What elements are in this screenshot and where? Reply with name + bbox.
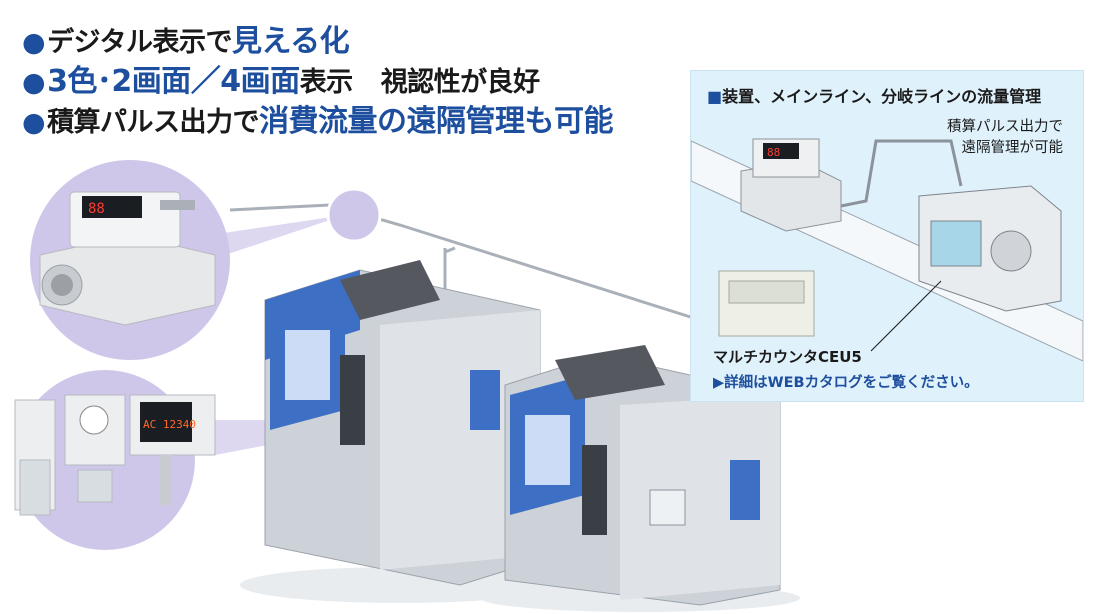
bullet-icon: ●: [22, 67, 46, 98]
inset-title: ■装置、メインライン、分岐ラインの流量管理: [707, 87, 1042, 106]
callout-pointer: [210, 215, 345, 260]
inset-panel: 88 ■装置、メインライン、分岐ラインの流量管理 積算パルス出力で 遠隔管理が可…: [690, 70, 1084, 402]
product-caption: マルチカウンタCEU5: [713, 348, 862, 366]
svg-text:88: 88: [767, 146, 780, 159]
machine-tool-1: [264, 260, 541, 586]
feature-highlight: 消費流量の遠隔管理も可能: [259, 104, 614, 139]
inset-note: 積算パルス出力で 遠隔管理が可能: [947, 119, 1063, 156]
inset-illustration: 88: [691, 138, 1083, 362]
web-catalog-link[interactable]: ▶詳細はWEBカタログをご覧ください。: [713, 375, 979, 391]
callout-circle-small: [326, 187, 382, 243]
signal-cable: [840, 139, 963, 208]
bullet-icon: ●: [22, 27, 46, 58]
regulator-unit-product: AC 12340: [14, 394, 216, 516]
display-readout: AC 12340: [143, 418, 196, 431]
feature-highlight: 3色･2画面／4画面: [47, 64, 300, 99]
bullet-icon: ●: [22, 107, 46, 138]
feature-list: ●デジタル表示で見える化 ●3色･2画面／4画面表示視認性が良好 ●積算パルス出…: [22, 22, 614, 142]
feature-item-2: ●3色･2画面／4画面表示視認性が良好: [22, 64, 540, 99]
callout-line: [870, 280, 942, 352]
counter-device: [918, 185, 1062, 312]
square-icon: ■: [707, 87, 723, 106]
flow-sensor-product: 88: [39, 191, 216, 326]
svg-text:88: 88: [88, 201, 105, 217]
machine-tool-2: [504, 345, 781, 606]
feature-highlight: 見える化: [232, 24, 350, 59]
feature-item-3: ●積算パルス出力で消費流量の遠隔管理も可能: [22, 104, 614, 139]
feature-item-1: ●デジタル表示で見える化: [22, 24, 350, 59]
